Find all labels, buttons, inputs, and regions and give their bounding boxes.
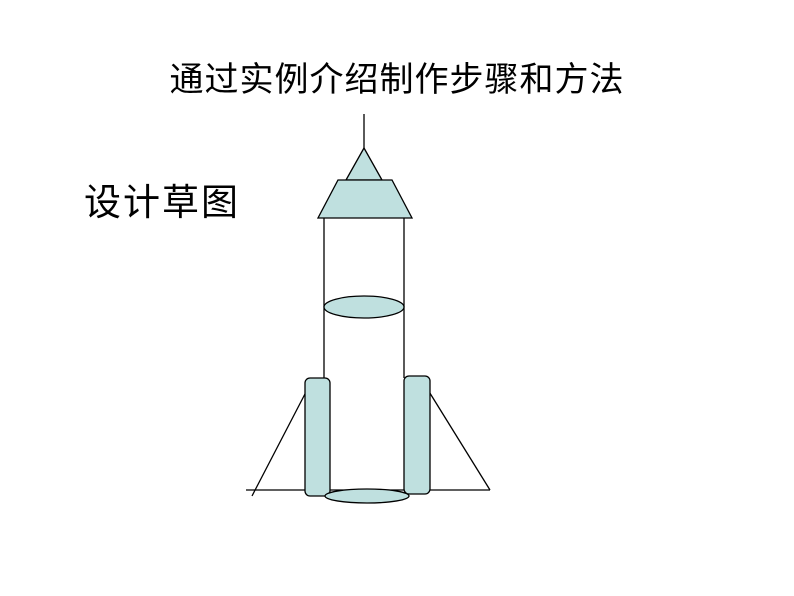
left-booster xyxy=(304,377,331,497)
rocket-bottom-ring xyxy=(324,488,410,504)
rocket-nose-tip xyxy=(344,146,384,181)
rocket-mid-ring xyxy=(323,295,405,319)
slide-title: 通过实例介绍制作步骤和方法 xyxy=(169,60,625,100)
rocket-nose-body xyxy=(316,179,414,219)
right-booster xyxy=(403,375,431,495)
left-fin-line xyxy=(251,391,307,497)
right-fin-line xyxy=(427,389,491,491)
design-sketch-label: 设计草图 xyxy=(84,181,240,224)
